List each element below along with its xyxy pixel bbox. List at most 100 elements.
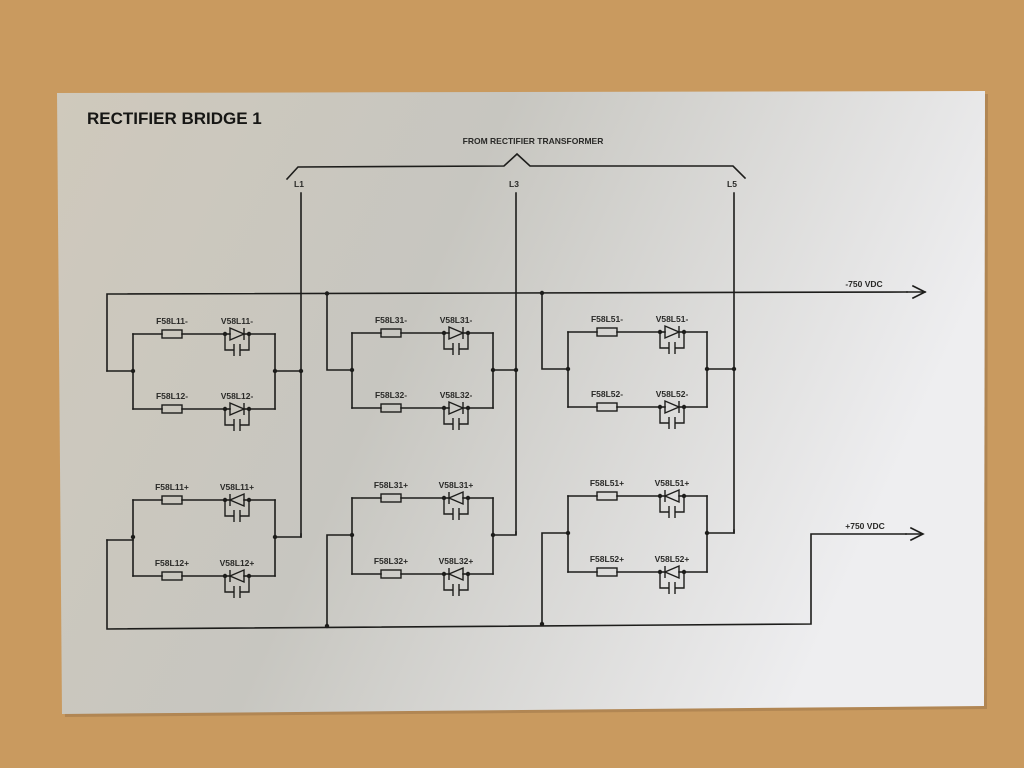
fuse-icon: [596, 327, 618, 337]
diode-icon: [441, 490, 471, 520]
junction-dot: [324, 623, 330, 629]
fuse-label: F58L31-: [375, 315, 407, 325]
snubber-wire: [659, 407, 669, 424]
diode-triangle: [447, 490, 464, 506]
fuse-icon: [380, 569, 402, 579]
positive-bus-link: [541, 532, 569, 625]
junction-dot: [246, 573, 252, 579]
junction-dot: [441, 405, 447, 411]
positive-branch-l5: F58L51+V58L51+F58L52+V58L52+: [539, 478, 735, 627]
junction-dot: [681, 493, 687, 499]
junction-dot: [681, 329, 687, 335]
fuse-icon: [596, 402, 618, 412]
diode-triangle: [448, 325, 465, 341]
junction-dot: [441, 495, 447, 501]
diode-triangle: [228, 568, 245, 584]
snubber-wire: [675, 572, 685, 589]
fuse-label: F58L52-: [591, 389, 623, 399]
fuse-icon: [161, 329, 183, 339]
source-label: FROM RECTIFIER TRANSFORMER: [463, 136, 604, 146]
diode-label: V58L32+: [439, 556, 474, 566]
snubber-wire: [659, 572, 669, 589]
junction-dot: [246, 497, 252, 503]
fuse-icon: [161, 571, 183, 581]
negative-branch-l3: F58L31-V58L31-F58L32-V58L32-: [324, 291, 519, 430]
junction-dot: [246, 331, 252, 337]
fuse-icon: [380, 403, 402, 413]
diode-triangle: [447, 566, 464, 582]
junction-dot: [513, 367, 519, 373]
positive-bus-link: [326, 534, 353, 627]
ac-link-positive: [274, 533, 302, 538]
phase-group-l1: L1: [294, 179, 304, 538]
fuse-icon: [596, 491, 618, 501]
junction-dot: [465, 405, 471, 411]
junction-dot: [657, 569, 663, 575]
snubber-wire: [240, 500, 250, 517]
diode-label: V58L51+: [655, 478, 690, 488]
diode-label: V58L32-: [440, 390, 473, 400]
source-brace: [285, 152, 747, 181]
snubber-wire: [240, 409, 250, 426]
junction-dot: [657, 329, 663, 335]
positive-branch-l1: F58L11+V58L11+F58L12+V58L12+: [106, 482, 302, 598]
junction-dot: [731, 366, 737, 372]
snubber-wire: [459, 333, 469, 350]
snubber-wire: [443, 574, 453, 591]
junction-dot: [222, 406, 228, 412]
diode-triangle: [663, 564, 680, 580]
snubber-wire: [443, 498, 453, 515]
snubber-wire: [224, 334, 234, 351]
snubber-wire: [224, 409, 234, 426]
fuse-icon: [596, 567, 618, 577]
junction-dot: [539, 621, 545, 627]
snubber-wire: [459, 408, 469, 425]
diode-triangle: [448, 400, 465, 416]
positive-bus-wire: [106, 533, 907, 630]
diode-icon: [222, 326, 252, 356]
negative-bus-link: [326, 292, 353, 371]
phase-group-l3: L3: [509, 179, 519, 535]
diode-label: V58L11+: [220, 482, 254, 492]
negative-branch-l5: F58L51- V58L51- F58L52- V58L52-: [539, 290, 737, 429]
fuse-label: F58L51+: [590, 478, 624, 488]
negative-bus-link: [541, 292, 569, 370]
diode-label: V58L11-: [221, 316, 253, 326]
positive-output-label: +750 VDC: [845, 521, 884, 531]
fuse-label: F58L51-: [591, 314, 623, 324]
snubber-wire: [675, 496, 685, 513]
diode-icon: [441, 325, 471, 355]
diode-triangle: [229, 401, 246, 417]
phase-label-l5: L5: [727, 179, 737, 189]
diode-icon: [222, 401, 252, 431]
diode-label: V58L52-: [656, 389, 689, 399]
junction-dot: [657, 404, 663, 410]
junction-dot: [539, 290, 545, 296]
diode-label: V58L51-: [656, 314, 689, 324]
diode-label: V58L12-: [221, 391, 254, 401]
junction-dot: [465, 330, 471, 336]
diode-icon: [222, 492, 252, 522]
junction-dot: [465, 495, 471, 501]
junction-dot: [324, 291, 330, 296]
junction-dot: [681, 404, 687, 410]
diode-icon: [657, 488, 687, 518]
fuse-icon: [380, 493, 402, 503]
junction-dot: [298, 368, 304, 374]
junction-dot: [681, 569, 687, 575]
snubber-wire: [659, 496, 669, 513]
diode-label: V58L31-: [440, 315, 473, 325]
diode-triangle: [663, 488, 680, 504]
schematic-panel: [57, 91, 985, 714]
fuse-icon: [161, 404, 183, 414]
diode-icon: [657, 324, 687, 354]
fuse-label: F58L32+: [374, 556, 408, 566]
ac-link-positive: [492, 531, 517, 536]
negative-dc-bus: -750 VDC: [106, 279, 927, 372]
negative-output-arrow-icon: [911, 284, 927, 300]
positive-bus-link: [106, 536, 134, 541]
snubber-wire: [240, 576, 250, 593]
negative-bus-wire: [106, 291, 908, 372]
snubber-wire: [443, 333, 453, 350]
